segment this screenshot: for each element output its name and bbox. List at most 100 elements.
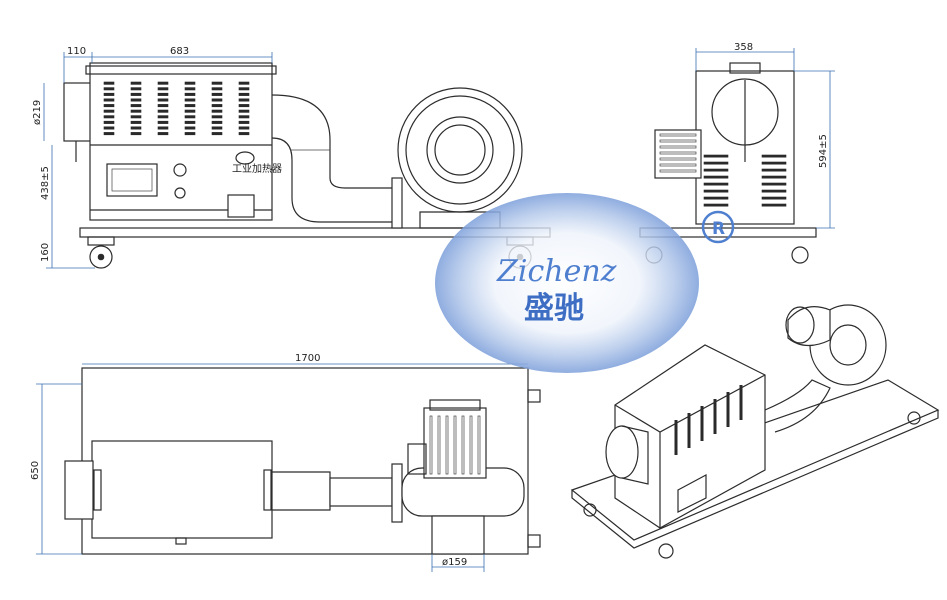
vent-slot [130,98,142,102]
vent-slot [130,132,142,136]
vent-slot [184,104,196,108]
vent-slot [130,87,142,91]
dim-side-594: 594±5 [818,134,829,168]
vent-slot [103,87,115,91]
vent-slot [184,109,196,113]
motor-fin [659,133,697,137]
iso-inlet [605,425,639,479]
front-plug-box [227,194,255,218]
dim-front-219: ø219 [32,100,43,125]
vent-slot [211,126,223,130]
motor-fin [659,151,697,155]
vent-slot [157,87,169,91]
vent-slot [238,115,250,119]
watermark-logo: Zichenz 盛驰 [435,193,699,373]
vent-slot [103,115,115,119]
vent-slot [238,132,250,136]
side-dimensions: 358 594±5 [695,42,835,229]
dim-top-159: ø159 [442,557,467,568]
side-vent-slots [703,154,787,207]
vent-slot [130,81,142,85]
vent-slot [211,87,223,91]
top-flange [391,463,403,523]
vent-slot [157,104,169,108]
vent-slot [238,87,250,91]
vent-slot [184,81,196,85]
vent-slot [761,196,787,200]
vent-slot [184,87,196,91]
vent-slot [761,175,787,179]
iso-vent-slots [674,385,743,455]
iso-caster-2 [658,543,674,559]
vent-slot [238,120,250,124]
motor-fin [477,415,481,475]
vent-slot [761,189,787,193]
vent-slot [211,92,223,96]
vent-slot [703,168,729,172]
motor-fin [469,415,473,475]
vent-slot [703,196,729,200]
vent-slot [103,120,115,124]
front-duct [271,94,398,189]
vent-slot [184,98,196,102]
vent-slot [761,203,787,207]
front-inlet-cover [63,82,93,142]
vent-slot [238,81,250,85]
front-caster-left [87,236,115,269]
dim-top-650: 650 [30,461,41,480]
vent-slot [130,104,142,108]
vent-slot [184,115,196,119]
motor-fin [453,415,457,475]
top-dimensions: 1700 650 ø159 [30,353,528,572]
dim-front-683: 683 [170,46,189,57]
vent-slot [130,115,142,119]
vent-slot [130,120,142,124]
vent-slot [157,132,169,136]
vent-slot [157,92,169,96]
front-panel-brand: 工业加热器 [232,162,282,175]
watermark-chinese: 盛驰 [524,291,584,326]
vent-slot [761,182,787,186]
vent-slot [157,98,169,102]
vent-slot [103,104,115,108]
dim-front-110: 110 [67,46,86,57]
vent-slot [761,154,787,158]
top-view: 1700 650 ø159 [30,353,541,572]
front-logo-icon [235,151,255,165]
vent-slot [703,154,729,158]
motor-fin [659,157,697,161]
vent-slot [130,126,142,130]
vent-slot [238,92,250,96]
isometric-view [570,304,940,559]
vent-slot [103,132,115,136]
vent-slot [130,92,142,96]
vent-slot [211,81,223,85]
front-knob-icon [173,163,187,177]
vent-slot [703,161,729,165]
dim-front-160: 160 [40,243,51,262]
vent-slot [703,203,729,207]
iso-control-screen [677,473,707,513]
motor-fin [659,145,697,149]
motor-fin [445,415,449,475]
vent-slot [157,81,169,85]
vent-slot [103,109,115,113]
vent-slot [211,109,223,113]
vent-slot [103,126,115,130]
vent-slot [157,115,169,119]
motor-fin [659,139,697,143]
vent-slot [761,168,787,172]
dim-side-358: 358 [734,42,753,53]
vent-slot [211,115,223,119]
top-inlet-cover [64,460,94,520]
front-view: 工业加热器 110 683 ø219 [32,46,551,269]
vent-slot [238,109,250,113]
vent-slot [211,104,223,108]
iso-duct [764,379,831,433]
vent-slot [103,92,115,96]
side-view: 358 594±5 [639,42,835,264]
dim-top-1700: 1700 [295,353,320,364]
motor-fin [659,163,697,167]
vent-slot [761,161,787,165]
